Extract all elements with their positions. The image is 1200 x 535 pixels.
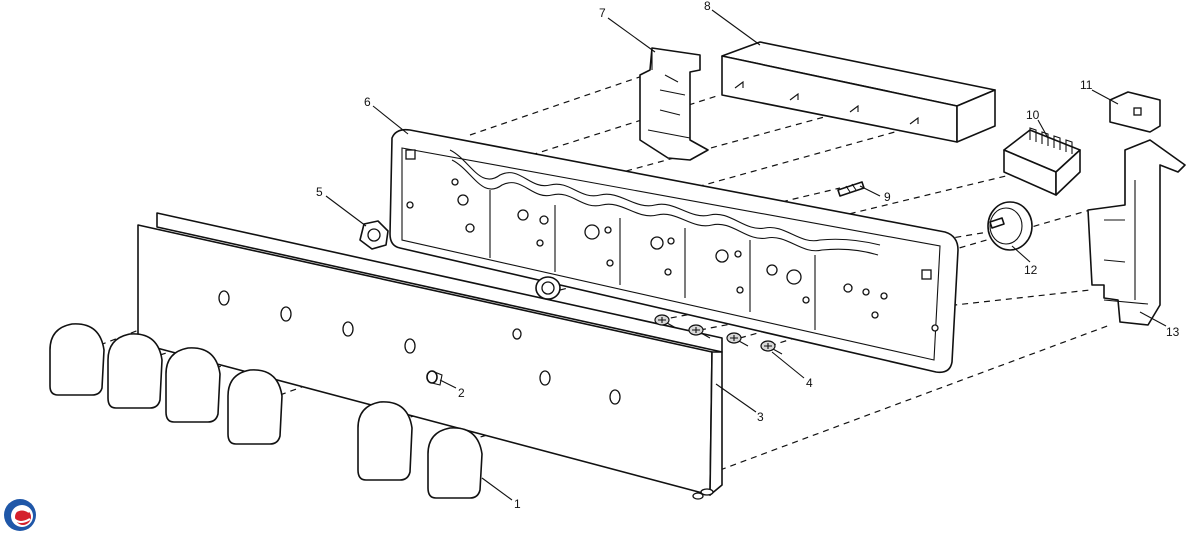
callout-13: 13 bbox=[1166, 325, 1180, 339]
part-12-timer bbox=[987, 201, 1033, 251]
part-6-rear-plate bbox=[389, 128, 959, 374]
plate-holes bbox=[406, 178, 939, 332]
callout-1: 1 bbox=[514, 497, 521, 511]
part-1-control-knobs bbox=[49, 323, 483, 499]
part-10-switch-block bbox=[1003, 127, 1081, 196]
part-11-clip bbox=[1109, 91, 1161, 133]
callout-5: 5 bbox=[316, 185, 323, 199]
panel-grommet bbox=[535, 276, 561, 300]
part-4-screws bbox=[654, 314, 783, 355]
callout-4: 4 bbox=[806, 376, 813, 390]
callout-labels: 1 2 3 4 5 6 7 8 9 10 11 12 13 bbox=[316, 0, 1180, 511]
callout-6: 6 bbox=[364, 95, 371, 109]
part-7-bracket bbox=[639, 47, 709, 161]
callout-8: 8 bbox=[704, 0, 711, 13]
callout-leader-lines bbox=[325, 9, 1167, 501]
part-3-front-panel bbox=[137, 212, 723, 500]
callout-9: 9 bbox=[884, 190, 891, 204]
callout-11: 11 bbox=[1080, 78, 1093, 92]
brand-logo-icon bbox=[4, 499, 36, 531]
part-8-cover-box bbox=[721, 41, 996, 143]
callout-7: 7 bbox=[599, 6, 606, 20]
part-13-side-bracket bbox=[1087, 139, 1186, 326]
part-5-nut bbox=[359, 220, 389, 250]
callout-12: 12 bbox=[1024, 263, 1038, 277]
callout-3: 3 bbox=[757, 410, 764, 424]
part-9-pin bbox=[837, 181, 865, 197]
callout-2: 2 bbox=[458, 386, 465, 400]
callout-10: 10 bbox=[1026, 108, 1040, 122]
panel-holes bbox=[218, 290, 621, 405]
